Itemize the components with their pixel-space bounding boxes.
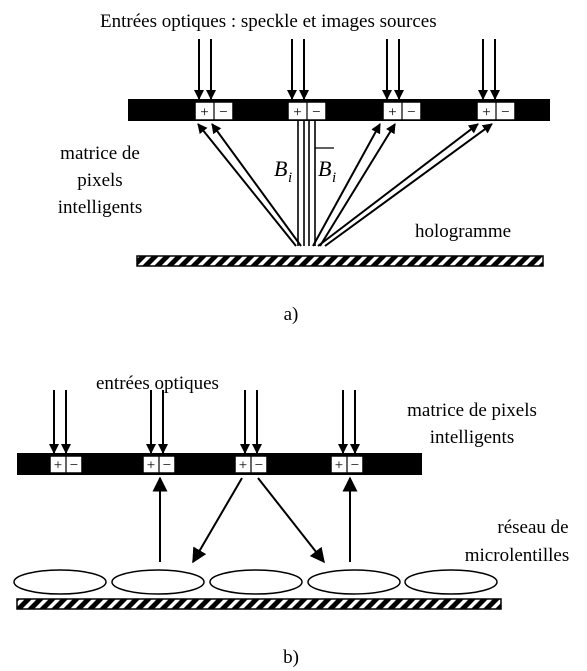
beam-arrow <box>197 123 297 247</box>
microlens <box>13 569 107 595</box>
pixel-cell: + − <box>330 455 364 474</box>
beam-arrow <box>319 123 396 247</box>
microlens-array-label: microlentilles <box>465 545 569 566</box>
beam-label-b-bar: B <box>318 156 331 181</box>
smart-pixel-matrix-bar-b <box>17 453 422 475</box>
microlens <box>209 569 303 595</box>
pixel-minus: − <box>255 458 263 474</box>
hologram-plate-b <box>16 598 502 610</box>
pixel-minus: − <box>312 105 320 121</box>
figure-b: entrées optiques + − + − + − <box>13 373 569 668</box>
pixel-cell: + − <box>194 101 234 121</box>
beam-label-b-subscript: i <box>288 170 292 186</box>
beam-arrow <box>324 123 493 247</box>
pixel-plus: + <box>147 458 155 474</box>
microlens <box>307 569 401 595</box>
microlens-array-label: réseau de <box>497 517 568 538</box>
pixel-plus: + <box>482 105 490 121</box>
microlens <box>111 569 205 595</box>
hologram-label: hologramme <box>415 221 511 242</box>
caption-b: b) <box>283 647 299 668</box>
pixel-minus: − <box>407 105 415 121</box>
pixel-cells-a: + − + − + − + − <box>194 101 516 121</box>
down-right-arrow <box>257 477 325 564</box>
pixel-plus: + <box>388 105 396 121</box>
microlens <box>404 569 498 595</box>
figure-a-title: Entrées optiques : speckle et images sou… <box>100 11 437 32</box>
figure-a: Entrées optiques : speckle et images sou… <box>58 11 550 325</box>
pixel-cell: + − <box>382 101 422 121</box>
optical-input-arrows-a <box>194 39 500 100</box>
pixel-cell: + − <box>476 101 516 121</box>
smart-pixel-matrix-label-a: intelligents <box>58 197 142 218</box>
beam-label-b-bar-subscript: i <box>332 170 336 186</box>
smart-pixel-matrix-label-b: intelligents <box>430 427 514 448</box>
smart-pixel-matrix-label-a: pixels <box>77 170 122 191</box>
smart-pixel-matrix-label-a: matrice de <box>60 143 140 164</box>
hologram-plate <box>136 255 544 267</box>
pixel-plus: + <box>54 458 62 474</box>
pixel-cell: + − <box>234 455 268 474</box>
pixel-cell: + − <box>49 455 83 474</box>
pixel-cell: + − <box>142 455 176 474</box>
pixel-plus: + <box>293 105 301 121</box>
pixel-plus: + <box>335 458 343 474</box>
pixel-minus: − <box>351 458 359 474</box>
pixel-minus: − <box>70 458 78 474</box>
pixel-cell: + − <box>287 101 327 121</box>
lens-beams-b <box>152 476 358 564</box>
smart-pixel-matrix-label-b: matrice de pixels <box>407 400 537 421</box>
beam-arrow <box>211 123 302 247</box>
optical-input-arrows-b <box>49 390 360 454</box>
pixel-minus: − <box>163 458 171 474</box>
microlens-array <box>13 569 498 595</box>
pixel-minus: − <box>501 105 509 121</box>
pixel-plus: + <box>239 458 247 474</box>
beam-arrow <box>317 123 479 247</box>
optical-inputs-label-b: entrées optiques <box>96 373 219 394</box>
beam-arrow <box>312 123 381 247</box>
down-left-arrow <box>192 477 243 564</box>
diffracted-beams-a <box>197 121 493 247</box>
beam-label-b: B <box>274 156 287 181</box>
pixel-minus: − <box>219 105 227 121</box>
caption-a: a) <box>284 304 299 325</box>
pixel-cells-b: + − + − + − + − <box>49 455 364 474</box>
pixel-plus: + <box>200 105 208 121</box>
